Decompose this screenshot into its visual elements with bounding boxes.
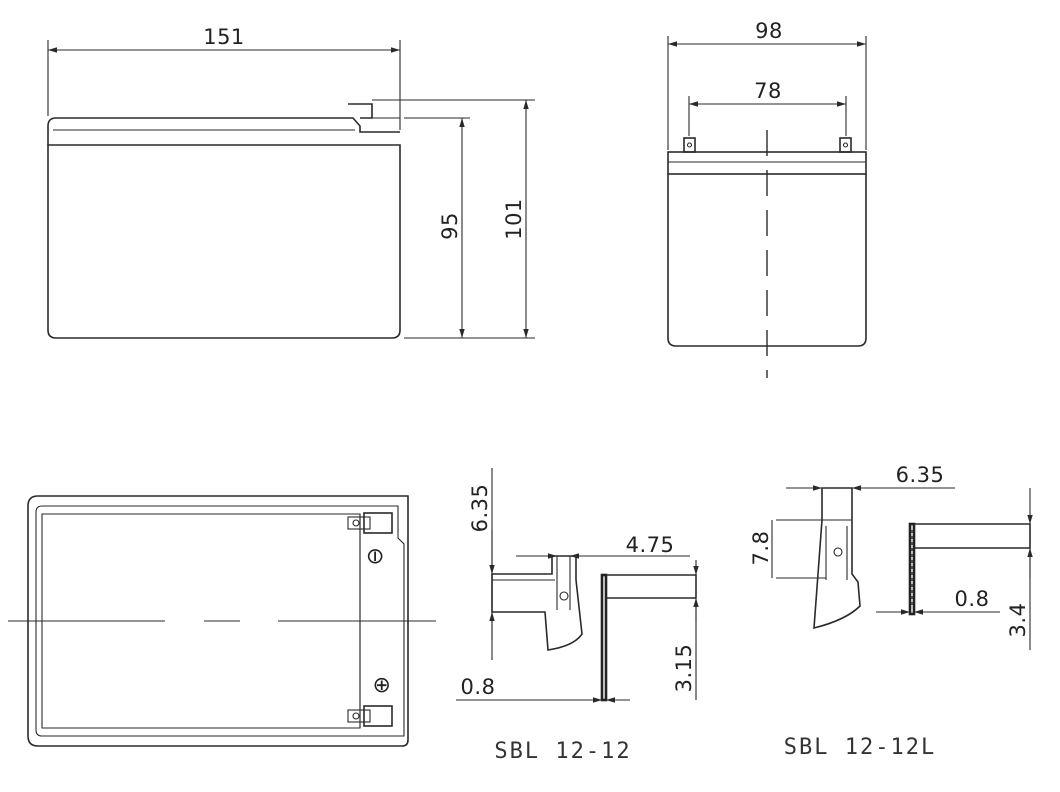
top-view: ⊖ ⊕: [8, 495, 436, 747]
terminal-sbl-12-12l-detail: 7.8 6.35 0.8 3.4 SBL 12-12L: [749, 463, 1033, 760]
positive-symbol: ⊕: [373, 673, 392, 698]
dimension-width-label: 98: [755, 19, 783, 43]
dimension-case-height: 95: [404, 117, 535, 339]
negative-symbol: ⊖: [363, 547, 388, 566]
dimension-width: 98: [667, 19, 867, 150]
sbl-12-12l-height-label: 3.4: [1006, 603, 1030, 638]
dimension-total-height: 101: [372, 99, 535, 338]
sbl-12-12l-tab-width-label: 6.35: [896, 463, 945, 487]
dimension-terminal-spacing-label: 78: [754, 79, 782, 103]
sbl-12-12-hole-offset-label: 4.75: [626, 533, 675, 557]
sbl-12-12l-tab-height-label: 7.8: [749, 531, 773, 566]
front-view-battery-body: [47, 103, 401, 339]
terminal-left: [683, 137, 696, 153]
terminal-right: [839, 137, 852, 153]
positive-terminal: [347, 705, 393, 727]
dimension-terminal-spacing: 78: [688, 79, 847, 136]
sbl-12-12l-thickness-label: 0.8: [955, 587, 990, 611]
dimension-case-height-label: 95: [438, 212, 462, 240]
sbl-12-12l-caption: SBL 12-12L: [784, 735, 936, 760]
terminal-sbl-12-12-detail: 6.35 4.75 0.8 3.15 SBL 12-12: [456, 468, 699, 764]
sbl-12-12-height-label: 3.15: [672, 644, 696, 693]
sbl-12-12-caption: SBL 12-12: [494, 739, 631, 764]
negative-terminal: [347, 512, 393, 534]
front-view: 151 95 101: [47, 25, 535, 339]
dimension-length-label: 151: [203, 25, 245, 49]
sbl-12-12-tab-width-label: 6.35: [468, 484, 492, 533]
side-view-battery-body: [667, 130, 867, 378]
sbl-12-12-thickness-label: 0.8: [461, 675, 496, 699]
dimension-length: 151: [47, 25, 401, 130]
dimension-total-height-label: 101: [502, 198, 526, 240]
side-view: 98 78: [667, 19, 867, 378]
